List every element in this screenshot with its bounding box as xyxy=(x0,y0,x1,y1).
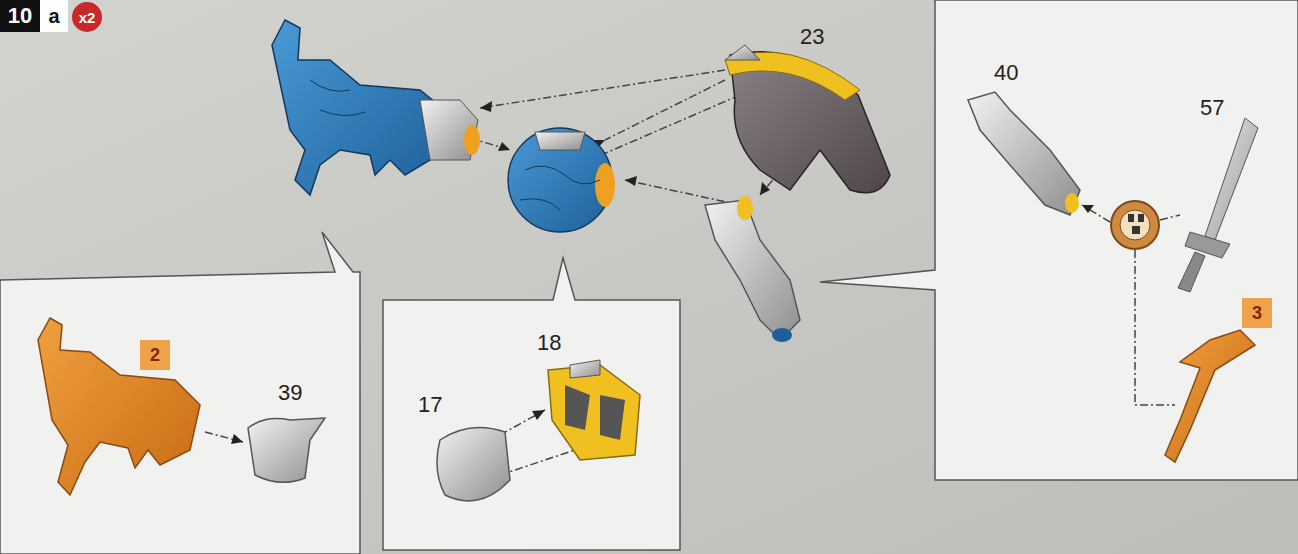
badge-text: 2 xyxy=(150,345,160,366)
substep-letter: a xyxy=(40,0,68,32)
part-number: 23 xyxy=(800,24,824,50)
step-number: 10 xyxy=(0,0,40,32)
quantity-badge: x2 xyxy=(72,2,102,32)
badge-text: a xyxy=(48,5,59,28)
part-number: 18 xyxy=(537,330,561,356)
badge-text: x2 xyxy=(79,9,96,26)
part-number: 17 xyxy=(418,392,442,418)
badge-text: 3 xyxy=(1252,303,1262,324)
part-number: 40 xyxy=(994,60,1018,86)
part-number: 57 xyxy=(1200,95,1224,121)
badge-text: 10 xyxy=(8,3,32,29)
part-count-badge: 3 xyxy=(1242,298,1272,328)
part-count-badge: 2 xyxy=(140,340,170,370)
part-number: 39 xyxy=(278,380,302,406)
